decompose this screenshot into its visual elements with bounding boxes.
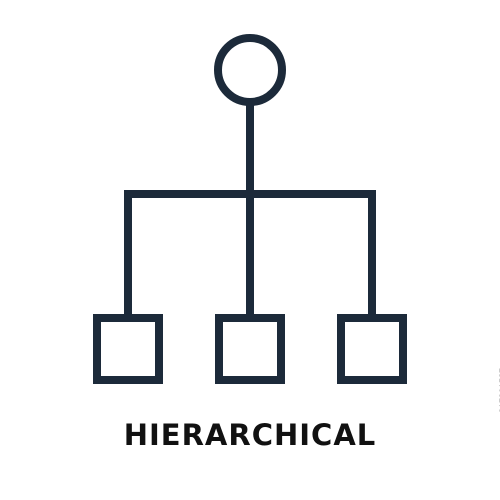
child-node-left	[93, 314, 163, 384]
top-node-circle	[214, 34, 286, 106]
child-node-middle	[215, 314, 285, 384]
branch-bar	[124, 190, 376, 322]
hierarchy-icon	[93, 34, 407, 384]
caption-label: HIERARCHICAL	[123, 418, 377, 452]
hierarchy-diagram-icon	[93, 34, 407, 384]
child-node-right	[337, 314, 407, 384]
